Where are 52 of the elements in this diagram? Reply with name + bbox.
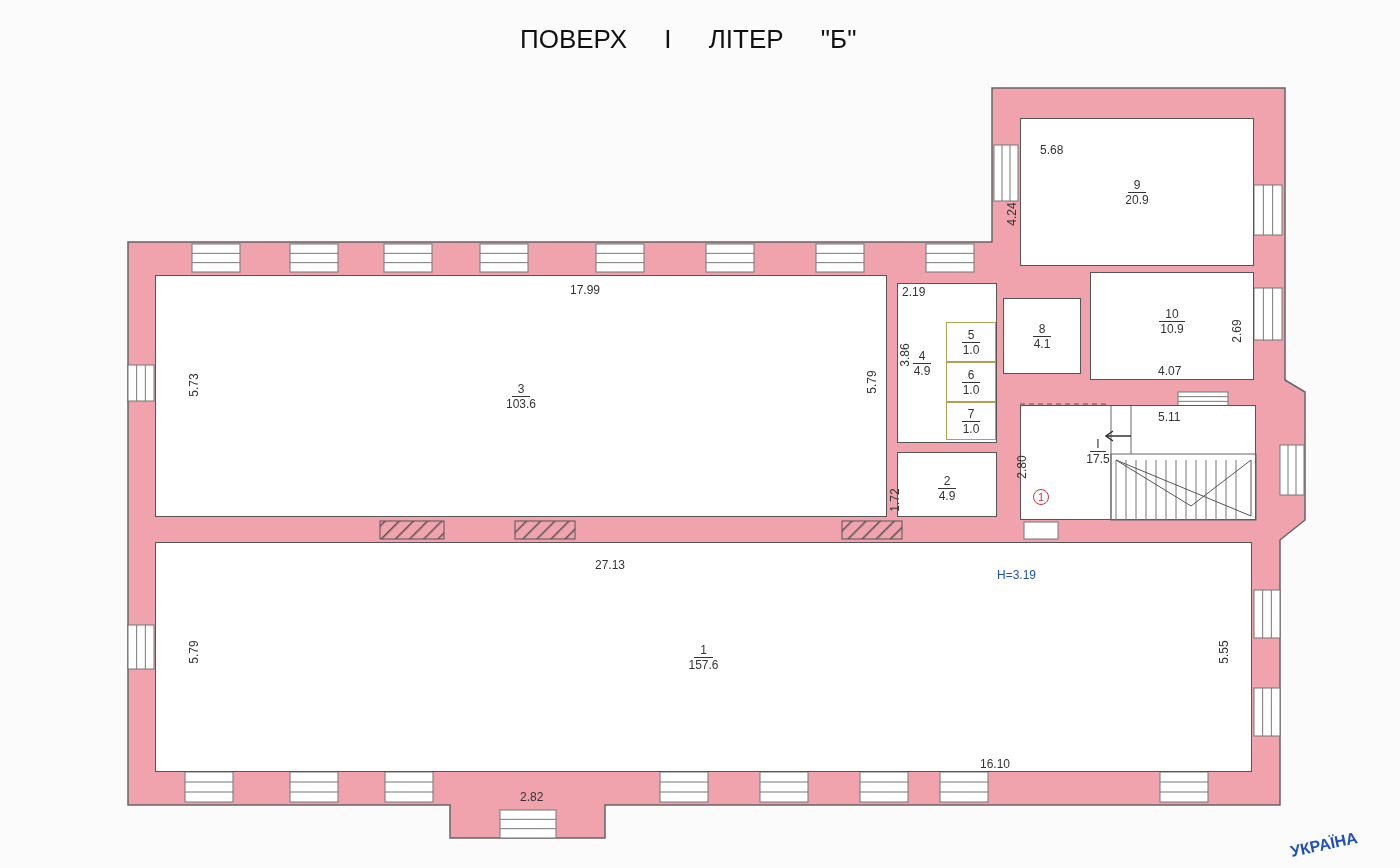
dimension-label: 4.07 [1158,364,1182,378]
room-area-value: 4.9 [913,364,931,378]
dimension-label: 3.86 [897,343,912,367]
room-area [1003,298,1081,374]
room-area-value: 20.9 [1125,193,1149,207]
dimension-label: 5.68 [1040,143,1064,157]
room-area-value: 1.0 [962,343,980,357]
toilet-cubicle [946,362,996,402]
ceiling-height-label: H=3.19 [997,568,1037,582]
dimension-label: 4.24 [1004,202,1019,226]
room-number: 3 [511,382,531,397]
dimension-label: 5.73 [186,373,201,397]
dimension-label: 5.11 [1158,410,1181,424]
dimension-label: 17.99 [570,283,601,297]
room-area [155,542,1252,772]
room-area [897,283,997,443]
dimension-label: 2.82 [520,790,544,804]
room-number: 5 [961,328,981,343]
room-area [897,452,997,517]
room-number: 6 [961,368,981,383]
room-area-value: 4.1 [1033,337,1051,351]
room-number: 9 [1127,178,1147,193]
room-number: 8 [1032,322,1052,337]
dimension-label: 2.80 [1014,455,1029,479]
stamp-text: УКРАЇНА [1289,831,1359,859]
room-area-value: 103.6 [506,397,536,411]
room-area [1020,118,1254,266]
room-area-value: 4.9 [938,488,956,503]
room-number: 10 [1159,306,1185,322]
room-number: 4 [912,349,932,364]
room-number: 2 [937,473,957,489]
dimension-label: 5.79 [864,370,879,394]
room-area-value: 10.9 [1160,321,1184,336]
room-area-value: 157.6 [688,658,719,672]
room-area [1090,272,1254,380]
dimension-label: 5.55 [1216,640,1231,664]
toilet-cubicle [946,322,996,362]
room-number: I [1090,437,1106,452]
dimension-label: 16.10 [980,757,1011,771]
room-area-value: 1.0 [962,422,980,436]
room-area-value: 1.0 [962,383,980,397]
room-area-value: 17.5 [1086,452,1110,466]
room-area [155,275,887,517]
dimension-label: 1.72 [887,488,902,512]
dimension-label: 5.79 [186,640,201,664]
dimension-label: 27.13 [595,558,626,572]
plan-title: ПОВЕРХ I ЛІТЕР "Б" [520,24,857,55]
room-number: 1 [694,643,713,658]
dimension-label: 2.69 [1229,319,1244,343]
dimension-label: 2.19 [902,285,926,299]
toilet-cubicle [946,402,996,440]
room-number: 7 [961,407,981,422]
